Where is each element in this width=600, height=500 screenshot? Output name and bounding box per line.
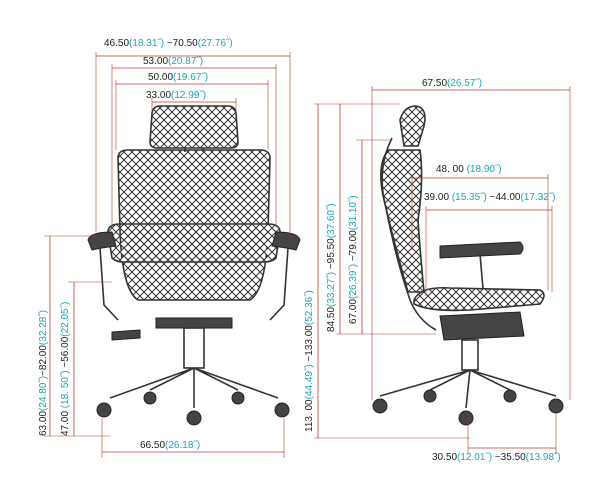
- right-armrest-pad: [271, 231, 301, 251]
- overall-width-cm: 46.50: [104, 38, 130, 49]
- base-depth-label: 30.50(12.01˝) ~35.50(13.98˝): [432, 452, 561, 464]
- backrest-height-in: (26.39˝): [348, 263, 359, 299]
- side-chair: [372, 105, 564, 426]
- base-depth-cm: 30.50: [432, 452, 458, 463]
- armrest-height-in2: (32.28˝): [38, 310, 49, 346]
- caster-wheel: [186, 410, 202, 426]
- caster-wheel: [143, 391, 157, 405]
- overall-width-in2: (27.76˝): [197, 38, 233, 49]
- base-width-label: 66.50(26.18˝): [140, 440, 200, 452]
- side-seat: [413, 286, 545, 312]
- caster-wheel: [274, 402, 290, 418]
- side-mechanism: [439, 311, 525, 341]
- headrest-width-cm: 33.00: [146, 90, 172, 101]
- arm-inner-width-cm: 50.00: [148, 72, 174, 83]
- headrest-width-label: 33.00(12.99˝): [146, 90, 206, 102]
- caster-wheel: [96, 402, 112, 418]
- base-depth-in2: (13.98˝): [525, 452, 561, 463]
- back-height-label: 84.50(33.27˝) ~95.50(37.60˝): [326, 203, 338, 332]
- overall-width-cm2: 70.50: [172, 38, 198, 49]
- front-chair: [87, 105, 301, 426]
- base-depth-in: (12.01˝): [457, 452, 493, 463]
- arm-inner-width-label: 50.00(19.67˝): [148, 72, 208, 84]
- backrest-height-in2: (31.10˝): [348, 195, 359, 231]
- backrest-height-cm: 67.00: [348, 298, 359, 324]
- overall-height-in2: (52.36˝): [304, 290, 315, 326]
- armrest-depth-cm: 48. 00: [436, 164, 464, 175]
- seat-height-sep: ~56.00: [60, 336, 71, 371]
- base-depth-sep: ~35.50: [492, 452, 526, 463]
- back-height-cm: 84.50: [326, 306, 337, 332]
- caster-wheel: [423, 389, 437, 403]
- base-width-in: (26.18˝): [165, 440, 201, 451]
- overall-height-cm: 113. 00: [304, 399, 315, 432]
- headrest-width-in: (12.99˝): [171, 90, 207, 101]
- armrest-depth-in: (18.90˝): [463, 164, 502, 175]
- armrest-height-in: (24.80˝): [38, 375, 49, 411]
- back-height-in2: (37.60˝): [326, 203, 337, 239]
- right-armrest-post: [269, 247, 289, 321]
- arm-inner-width-in: (19.67˝): [173, 72, 209, 83]
- side-backrest: [380, 149, 425, 293]
- seat-depth-label: 39.00 (15.35˝) ~44.00(17.32˝): [424, 192, 556, 204]
- base-width-cm: 66.50: [140, 440, 166, 451]
- caster-wheel: [503, 389, 517, 403]
- front-dimension-lines: [44, 52, 291, 458]
- backrest-height-label: 67.00(26.39˝) ~79.00(31.10˝): [348, 195, 360, 324]
- armrest-height-cm: 63.00: [38, 410, 49, 436]
- arm-outer-width-cm: 53.00: [143, 56, 169, 67]
- seat-height-in: (18. 50˝): [60, 370, 71, 411]
- side-dimension-lines: [314, 86, 571, 454]
- seat-depth-cm: 39.00: [424, 192, 450, 203]
- side-headrest: [399, 105, 426, 147]
- overall-width-label: 46.50(18.31˝) ~70.50(27.76˝): [104, 38, 233, 50]
- overall-height-sep: ~133.00: [304, 325, 315, 365]
- back-height-sep: ~95.50: [326, 238, 337, 272]
- caster-wheel: [458, 410, 474, 426]
- caster-wheel: [548, 398, 564, 414]
- armrest-height-sep: ~82.00: [38, 345, 49, 376]
- side-base: [379, 369, 557, 409]
- arm-outer-width-in: (20.87˝): [168, 56, 204, 67]
- seat-mechanism: [155, 317, 233, 329]
- depth-total-label: 67.50(26.57˝): [422, 78, 482, 90]
- seat-height-cm: 47.00: [60, 410, 71, 436]
- caster-wheel: [231, 391, 245, 405]
- side-backrest-frame: [381, 137, 437, 331]
- depth-total-cm: 67.50: [422, 78, 448, 89]
- overall-height-label: 113. 00(44.49˝) ~133.00(52.36˝): [304, 290, 316, 432]
- armrest-height-label: 63.00(24.80˝)~82.00(32.28˝): [38, 310, 50, 436]
- seat-height-in2: (22.05˝): [60, 301, 71, 337]
- caster-wheel: [372, 398, 388, 414]
- seat-depth-in2: (17.32˝): [520, 192, 556, 203]
- armrest-depth-label: 48. 00 (18.90˝): [436, 164, 502, 176]
- seat: [107, 223, 281, 263]
- overall-height-in: (44.49˝): [304, 364, 315, 400]
- front-base: [109, 367, 279, 408]
- seat-height-label: 47.00 (18. 50˝) ~56.00(22.05˝): [60, 302, 72, 436]
- front-lever: [111, 329, 141, 341]
- side-gas-cylinder: [461, 339, 479, 371]
- backrest-height-sep: ~79.00: [348, 230, 359, 264]
- depth-total-in: (26.57˝): [447, 78, 483, 89]
- overall-width-in: (18.31˝): [129, 38, 165, 49]
- left-armrest-post: [99, 247, 119, 321]
- arm-outer-width-label: 53.00(20.87˝): [143, 56, 203, 68]
- seat-depth-sep: ~44.00: [486, 192, 521, 203]
- back-height-in: (33.27˝): [326, 271, 337, 307]
- overall-width-sep: ~: [164, 38, 173, 49]
- left-armrest-pad: [87, 231, 117, 251]
- seat-depth-in: (15.35˝): [449, 192, 487, 203]
- side-armrest-pad: [439, 241, 524, 259]
- gas-cylinder: [183, 327, 205, 369]
- headrest: [149, 105, 239, 149]
